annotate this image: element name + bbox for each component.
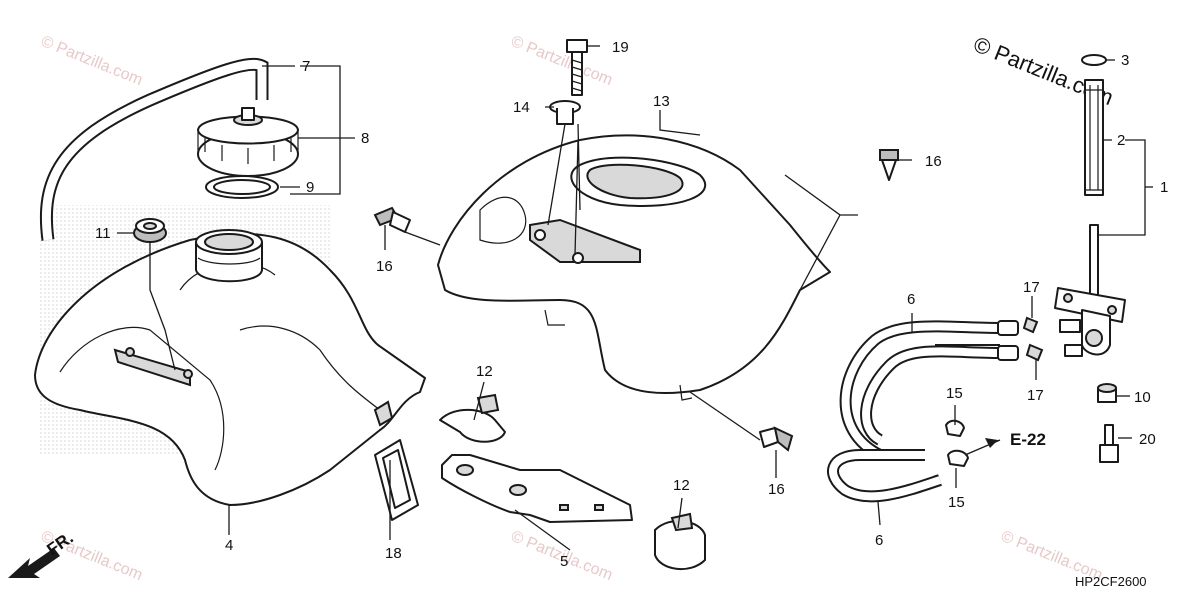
callout-4: 4 [225, 537, 233, 554]
callout-12-upper: 12 [476, 363, 493, 380]
drain-nut [1097, 383, 1117, 403]
hose-clip-upper [945, 419, 965, 437]
callout-20: 20 [1139, 431, 1156, 448]
shroud-bolt [566, 39, 588, 96]
callout-7: 7 [302, 58, 310, 75]
callout-16-bottom: 16 [768, 481, 785, 498]
fuel-line-upper [839, 320, 1001, 461]
watermark: © Partzilla.com [509, 33, 615, 89]
drawing-code: HP2CF2600 [1075, 574, 1147, 589]
callout-6-upper: 6 [907, 291, 915, 308]
fuel-valve [1054, 79, 1126, 357]
collar [549, 100, 581, 125]
fuel-line-clip-lower [1025, 343, 1044, 362]
callout-11: 11 [95, 225, 111, 242]
clip-top [879, 149, 899, 181]
callout-13: 13 [653, 93, 670, 110]
callout-17-upper: 17 [1023, 279, 1040, 296]
callout-19: 19 [612, 39, 629, 56]
grommet [133, 218, 167, 243]
fuel-line-clip-upper [1022, 316, 1039, 334]
fuel-cap [197, 107, 299, 177]
fuel-tank [34, 229, 426, 506]
callout-15-lower: 15 [948, 494, 965, 511]
callout-2: 2 [1117, 132, 1125, 149]
callout-labels: 1 2 3 4 5 6 6 7 8 9 10 11 12 12 13 14 15… [95, 39, 1168, 570]
tank-shroud [437, 134, 831, 401]
leader-lines [117, 45, 1153, 551]
callout-1: 1 [1160, 179, 1168, 196]
callout-10: 10 [1134, 389, 1151, 406]
callout-5: 5 [560, 553, 568, 570]
callout-12-lower: 12 [673, 477, 690, 494]
front-arrow [8, 548, 60, 578]
reference-arrow [985, 438, 998, 448]
hose-clamp-lower [654, 512, 706, 571]
callout-6-lower: 6 [875, 532, 883, 549]
o-ring [1081, 54, 1107, 66]
callout-9: 9 [306, 179, 314, 196]
tank-bracket [441, 454, 633, 523]
watermark: © Partzilla.com [39, 33, 145, 89]
callout-15-upper: 15 [946, 385, 963, 402]
rubber-strap [374, 439, 419, 521]
callout-3: 3 [1121, 52, 1129, 69]
drain-screw [1099, 424, 1119, 463]
callout-14: 14 [513, 99, 530, 116]
clip-bottom [759, 426, 794, 452]
reference-label: E-22 [1010, 430, 1046, 449]
breather-hose-inner [41, 59, 267, 241]
callout-18: 18 [385, 545, 402, 562]
clip-left [373, 206, 411, 233]
hose-clip-lower [947, 449, 969, 467]
callout-8: 8 [361, 130, 369, 147]
fuel-line-lower [827, 320, 1019, 503]
cap-gasket [205, 175, 279, 199]
callout-16-left: 16 [376, 258, 393, 275]
callout-16-top: 16 [925, 153, 942, 170]
callout-17-lower: 17 [1027, 387, 1044, 404]
hose-clamp-upper [439, 393, 506, 443]
